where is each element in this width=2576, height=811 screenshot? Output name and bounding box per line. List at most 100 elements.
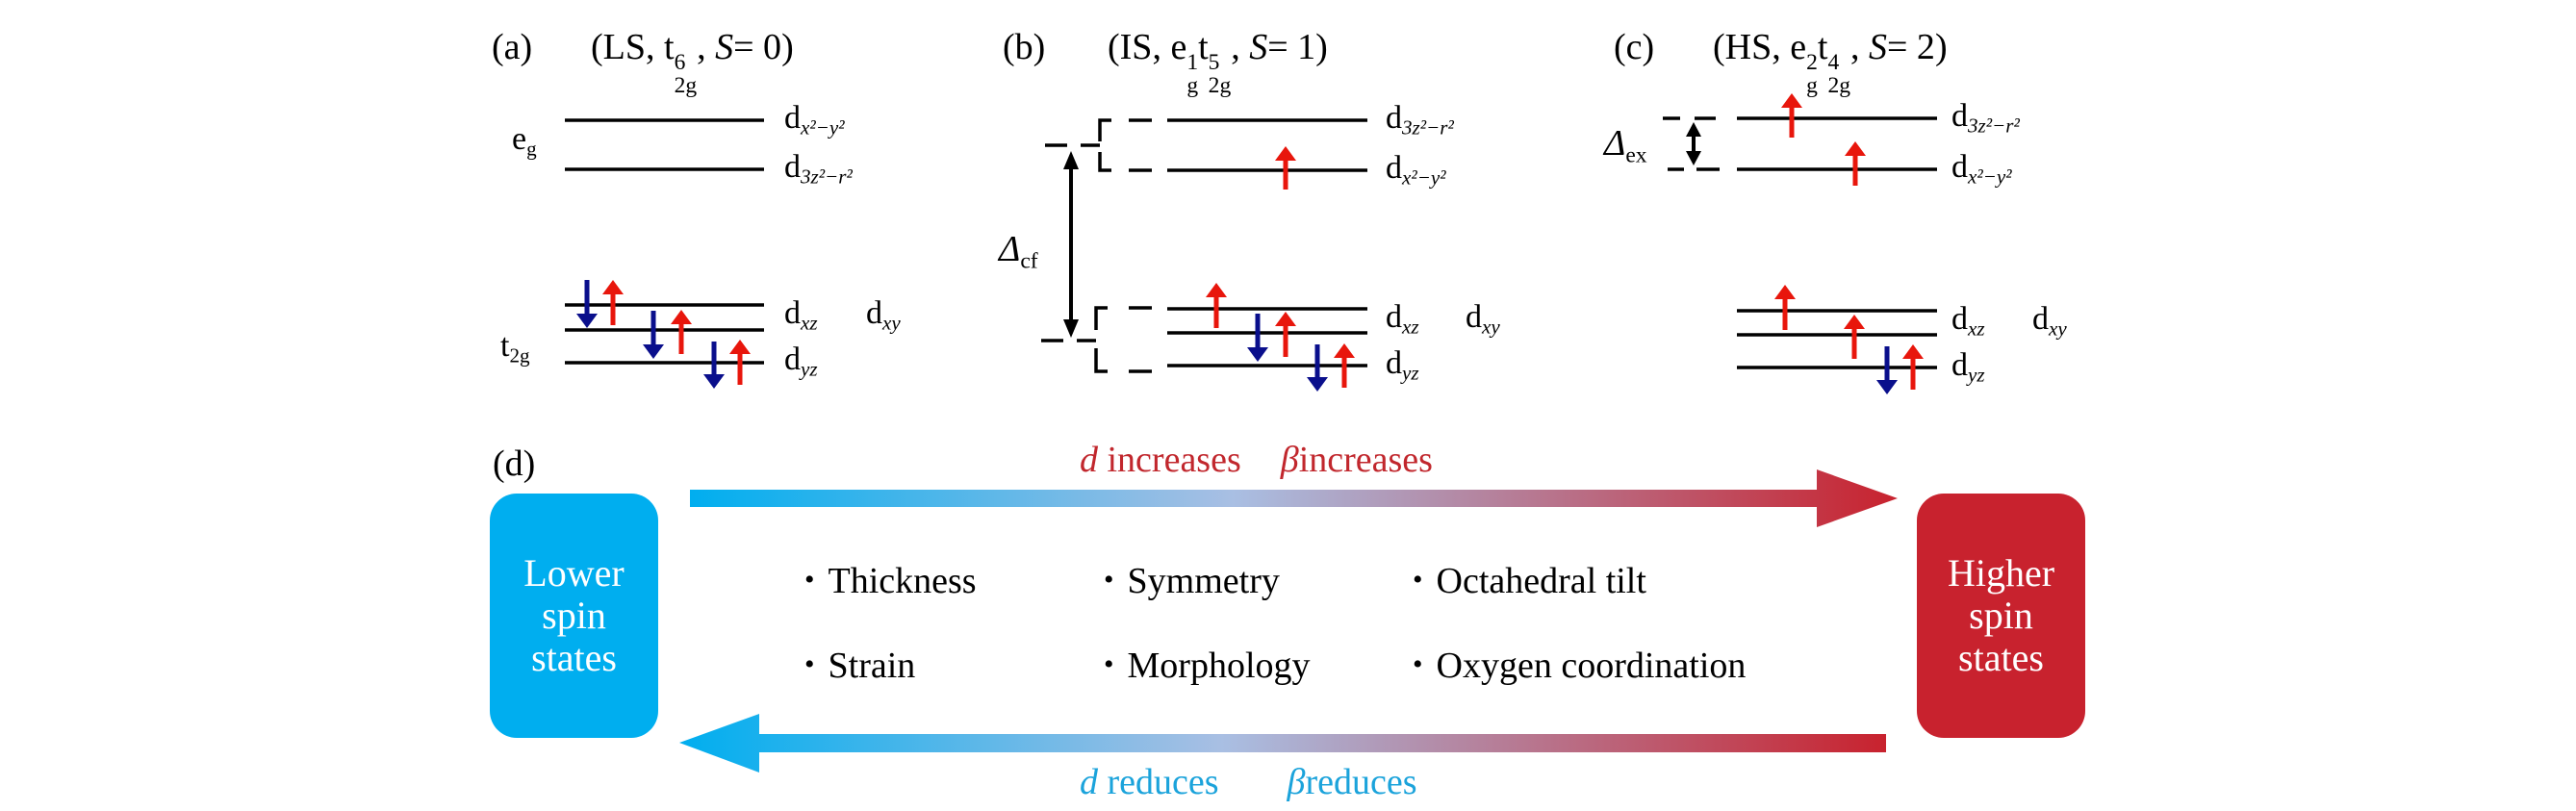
label-sub: g — [526, 137, 537, 161]
exchange-splitting-connector — [1663, 116, 1720, 171]
spin-up-arrow-icon — [1774, 285, 1796, 330]
box-line: spin — [542, 594, 606, 637]
d-increases-text: increases — [1107, 440, 1241, 480]
orbital-label-c-3z2r2: d3z²−r² — [1951, 98, 2020, 138]
factor-item: • Strain — [804, 647, 915, 684]
beta-reduces-text: reduces — [1305, 762, 1417, 802]
lower-spin-states-box: Lower spin states — [490, 494, 658, 738]
spin-var: S — [715, 27, 734, 67]
reduce-flow-arrow — [679, 714, 1886, 773]
box-line: Higher — [1947, 551, 2055, 595]
config-sub: 2g — [674, 73, 698, 99]
factor-text: Oxygen coordination — [1436, 646, 1747, 686]
d-reduces-text: reduces — [1107, 762, 1219, 802]
spin-up-arrow-icon — [729, 340, 751, 385]
box-line: states — [531, 636, 617, 679]
config-e: e — [1790, 27, 1807, 67]
eg-group-label: eg — [512, 123, 537, 160]
bullet-icon: • — [1104, 648, 1114, 680]
factor-item: • Octahedral tilt — [1413, 563, 1646, 599]
spin-up-arrow-icon — [1275, 312, 1296, 357]
t2g-group-label: t2g — [500, 330, 530, 367]
orbital-label-b-3z2r2: d3z²−r² — [1386, 100, 1454, 139]
factor-text: Strain — [828, 646, 916, 686]
beta-variable: β — [1280, 440, 1299, 480]
orbital-label-b-xy: dxy — [1466, 299, 1500, 339]
d-variable: d — [1080, 440, 1098, 480]
d-variable: d — [1080, 762, 1098, 802]
config-sub: g — [1186, 73, 1199, 99]
panel-a-levels — [565, 118, 764, 365]
spin-state-abbrev: IS — [1119, 27, 1153, 67]
bullet-icon: • — [804, 648, 815, 680]
spin-up-arrow-icon — [1275, 146, 1296, 190]
spin-state-abbrev: LS — [602, 27, 647, 67]
orbital-label-a-x2y2: dx²−y² — [784, 100, 845, 139]
orbital-label-c-xz: dxz — [1951, 301, 1985, 341]
orbital-label-b-xz: dxz — [1386, 299, 1419, 339]
orbital-label-a-xz: dxz — [784, 295, 818, 335]
config-t: t — [1817, 27, 1828, 67]
panel-b-levels — [1041, 118, 1367, 373]
spin-down-arrow-icon — [1307, 344, 1328, 392]
spin-up-arrow-icon — [671, 310, 692, 354]
factor-item: • Morphology — [1104, 647, 1311, 684]
factor-text: Symmetry — [1127, 561, 1280, 601]
config-sub: 2g — [1208, 73, 1232, 99]
eg-splitting-connector — [1045, 118, 1152, 172]
orbital-label-c-yz: dyz — [1951, 347, 1985, 387]
spin-state-abbrev: HS — [1724, 27, 1773, 67]
bullet-icon: • — [1413, 648, 1423, 680]
panel-a-tag: (a) — [492, 27, 533, 67]
config-sub: 2g — [1827, 73, 1850, 99]
t2g-splitting-connector — [1041, 306, 1152, 373]
config-sup: 1 — [1186, 49, 1199, 75]
orbital-label-a-xy: dxy — [866, 295, 901, 335]
factor-text: Octahedral tilt — [1436, 561, 1646, 601]
config-sup: 4 — [1827, 49, 1840, 75]
config-sub: g — [1806, 73, 1818, 99]
bullet-icon: • — [1104, 564, 1114, 596]
label-main: e — [512, 121, 527, 157]
beta-increases-text: increases — [1298, 440, 1433, 480]
spin-down-arrow-icon — [576, 280, 598, 328]
orbital-label-c-xy: dxy — [2032, 301, 2067, 341]
factor-text: Thickness — [828, 561, 977, 601]
bullet-icon: • — [804, 564, 815, 596]
spin-up-arrow-icon — [1845, 141, 1866, 186]
delta-cf-arrow — [1063, 151, 1079, 338]
bullet-icon: • — [1413, 564, 1423, 596]
spin-value: = 1 — [1267, 27, 1316, 67]
box-line: spin — [1969, 594, 2033, 637]
delta-ex-arrow — [1686, 122, 1701, 165]
label-sub: 2g — [509, 343, 530, 367]
orbital-label-b-yz: dyz — [1386, 345, 1419, 385]
config-sup: 6 — [674, 49, 686, 75]
spin-up-arrow-icon — [1334, 343, 1355, 388]
label-main: t — [500, 328, 510, 364]
spin-down-arrow-icon — [1247, 314, 1268, 362]
spin-down-arrow-icon — [643, 311, 664, 359]
factor-item: • Oxygen coordination — [1413, 647, 1746, 684]
config-sup: 5 — [1208, 49, 1220, 75]
spin-var: S — [1249, 27, 1268, 67]
spin-up-arrow-icon — [1781, 93, 1802, 138]
panel-c-tag: (c) — [1614, 27, 1655, 67]
delta-cf-label: Δcf — [999, 229, 1038, 274]
spin-up-arrow-icon — [1206, 283, 1227, 328]
increase-label: d increases βincreases — [1080, 442, 1433, 478]
panel-b-tag: (b) — [1003, 27, 1046, 67]
panel-c-levels — [1663, 116, 1937, 369]
increase-flow-arrow — [690, 469, 1898, 527]
box-line: states — [1958, 636, 2044, 679]
reduce-label: d reduces βreduces — [1080, 764, 1417, 800]
higher-spin-states-box: Higher spin states — [1917, 494, 2085, 738]
spin-up-arrow-icon — [1844, 315, 1865, 359]
spin-down-arrow-icon — [1876, 346, 1898, 394]
factor-text: Morphology — [1127, 646, 1311, 686]
orbital-label-a-3z2r2: d3z²−r² — [784, 149, 853, 189]
